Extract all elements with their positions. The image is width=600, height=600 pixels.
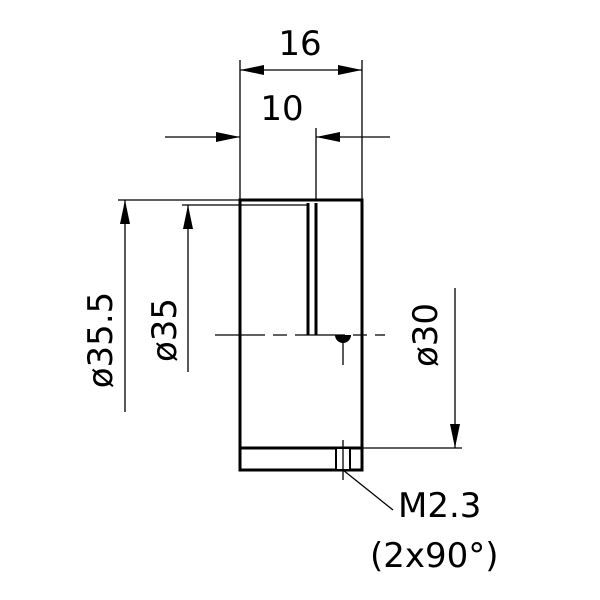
dimension-id-label: ø30 — [406, 303, 446, 367]
dimension-bore-label: ø35 — [145, 298, 185, 362]
dimension-od: ø35.5 — [81, 199, 240, 412]
dimension-10: 10 — [165, 89, 390, 200]
dimension-od-label: ø35.5 — [81, 292, 121, 389]
dimension-16-label: 16 — [278, 24, 321, 64]
part-body — [238, 198, 364, 480]
thread-label: M2.3 — [398, 486, 481, 526]
dimension-id: ø30 — [362, 288, 462, 449]
thread-callout: M2.3 (2x90°) — [342, 469, 499, 576]
dimension-10-label: 10 — [260, 89, 303, 129]
dimension-16: 16 — [239, 24, 363, 200]
dimension-bore: ø35 — [145, 204, 308, 372]
thread-count-label: (2x90°) — [370, 536, 499, 576]
hatched-section — [238, 446, 364, 472]
